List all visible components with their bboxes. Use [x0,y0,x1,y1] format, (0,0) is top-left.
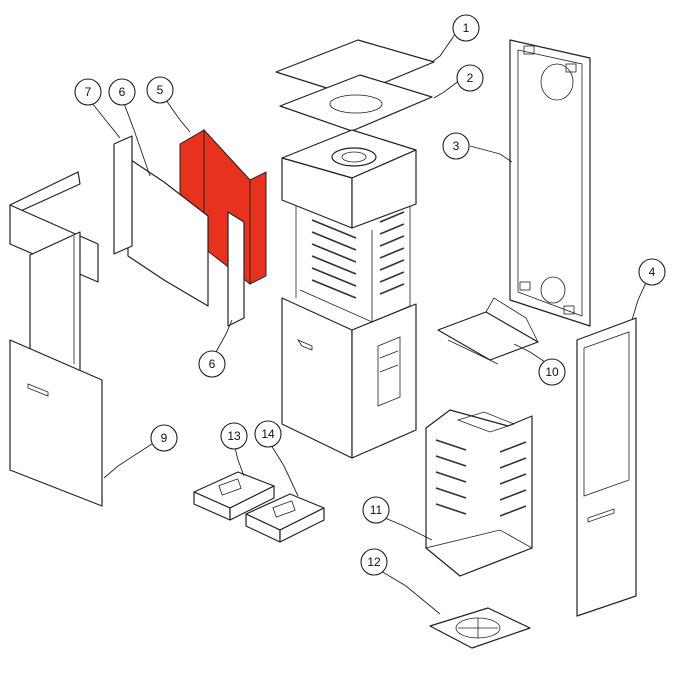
leader-lines [87,29,651,615]
svg-text:13: 13 [227,429,241,443]
part-4-side-panel [576,317,637,617]
callout-14: 14 [254,420,282,448]
svg-text:6: 6 [209,357,216,371]
svg-text:4: 4 [649,265,656,279]
callout-6-upper: 6 [108,78,136,106]
svg-text:10: 10 [545,365,559,379]
svg-text:7: 7 [85,85,92,99]
svg-text:2: 2 [467,71,474,85]
callout-1: 1 [452,14,480,42]
part-6-panel-upper [127,157,209,307]
callout-10: 10 [538,358,566,386]
callout-4: 4 [638,258,666,286]
callout-9: 9 [150,424,178,452]
part-2-top-insulation [279,74,433,132]
part-6-panel-lower [227,211,245,327]
callout-3: 3 [442,132,470,160]
stove-body [281,129,417,459]
svg-text:9: 9 [161,431,168,445]
svg-text:14: 14 [261,427,275,441]
svg-text:1: 1 [463,21,470,35]
callout-13: 13 [220,422,248,450]
callout-2: 2 [456,64,484,92]
svg-text:6: 6 [119,85,126,99]
svg-text:5: 5 [157,83,164,97]
part-3-side-panel [509,39,591,327]
part-11-lower-firebox [425,409,533,577]
callout-12: 12 [360,548,388,576]
part-14-block [245,493,325,543]
svg-text:3: 3 [453,139,460,153]
callout-7: 7 [74,78,102,106]
part-13-block [193,471,275,521]
callout-6-lower: 6 [198,350,226,378]
part-9-cladding [9,171,103,507]
callout-5: 5 [146,76,174,104]
svg-text:11: 11 [370,503,383,517]
part-12-grate [429,607,531,649]
part-7-thin-panel [113,135,133,255]
part-10-bracket [437,297,539,365]
callout-11: 11 [362,496,390,524]
svg-text:12: 12 [367,555,381,569]
